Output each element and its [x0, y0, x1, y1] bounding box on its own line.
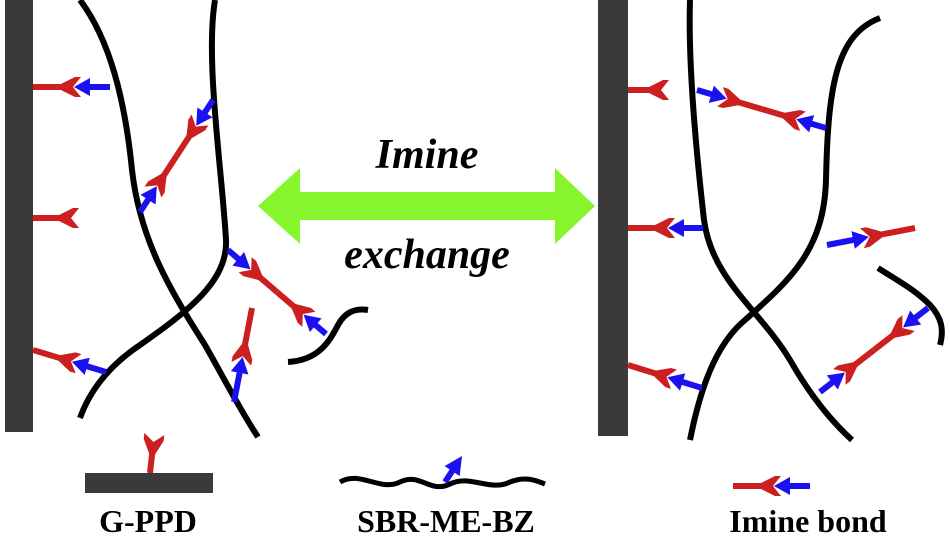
legend-gppd-label: G-PPD	[99, 503, 197, 539]
imine-bond	[872, 305, 930, 353]
imine-bond	[826, 225, 916, 249]
imine-bond	[696, 85, 763, 112]
imine-bond	[33, 77, 110, 97]
imine-bond	[760, 106, 827, 133]
imine-exchange-arrow: Imine exchange	[258, 132, 595, 278]
polymer-chain	[687, 15, 882, 441]
imine-bond	[137, 154, 180, 214]
graphene-sheet-left	[5, 0, 33, 432]
polymer-chain-fragment	[287, 306, 369, 365]
imine-bond	[230, 307, 255, 403]
legend-imine-bond-icon	[733, 476, 810, 496]
imine-bond	[226, 247, 279, 295]
legend-imine-label: Imine bond	[729, 503, 887, 539]
legend-sbr-label: SBR-ME-BZ	[357, 503, 535, 539]
imine-bond	[627, 362, 703, 391]
polymer-chain	[77, 0, 230, 420]
graphene-sheet-right	[598, 0, 628, 436]
imine-bond-pair	[696, 85, 827, 133]
imine-bond-pair	[226, 247, 328, 337]
imine-bond	[275, 289, 328, 337]
amine-stub	[628, 80, 669, 100]
imine-bond	[173, 98, 216, 158]
legend-sbr-benzaldehyde-icon	[442, 456, 463, 484]
imine-bond-pair	[137, 98, 216, 214]
polymer-chain-fragment	[876, 265, 945, 346]
left-network-panel	[5, 0, 369, 439]
polymer-chain	[686, 0, 855, 443]
bonds-layer	[32, 77, 930, 496]
legend-gppd-amine-icon	[143, 432, 165, 474]
double-headed-arrow-icon	[258, 168, 595, 244]
right-network-panel	[598, 0, 945, 443]
polymer-chain	[77, 0, 261, 439]
imine-bond-pair	[818, 305, 930, 395]
legend-sbr-chain-icon	[338, 475, 546, 490]
arrow-label-line2: exchange	[344, 232, 510, 278]
legend: G-PPD SBR-ME-BZ Imine bond	[85, 473, 887, 539]
imine-bond	[818, 347, 876, 395]
imine-bond	[628, 218, 703, 238]
imine-bond	[32, 347, 107, 375]
amine-stub	[33, 208, 79, 228]
arrow-label-line1: Imine	[375, 132, 479, 178]
legend-gppd-sheet-icon	[85, 473, 213, 493]
